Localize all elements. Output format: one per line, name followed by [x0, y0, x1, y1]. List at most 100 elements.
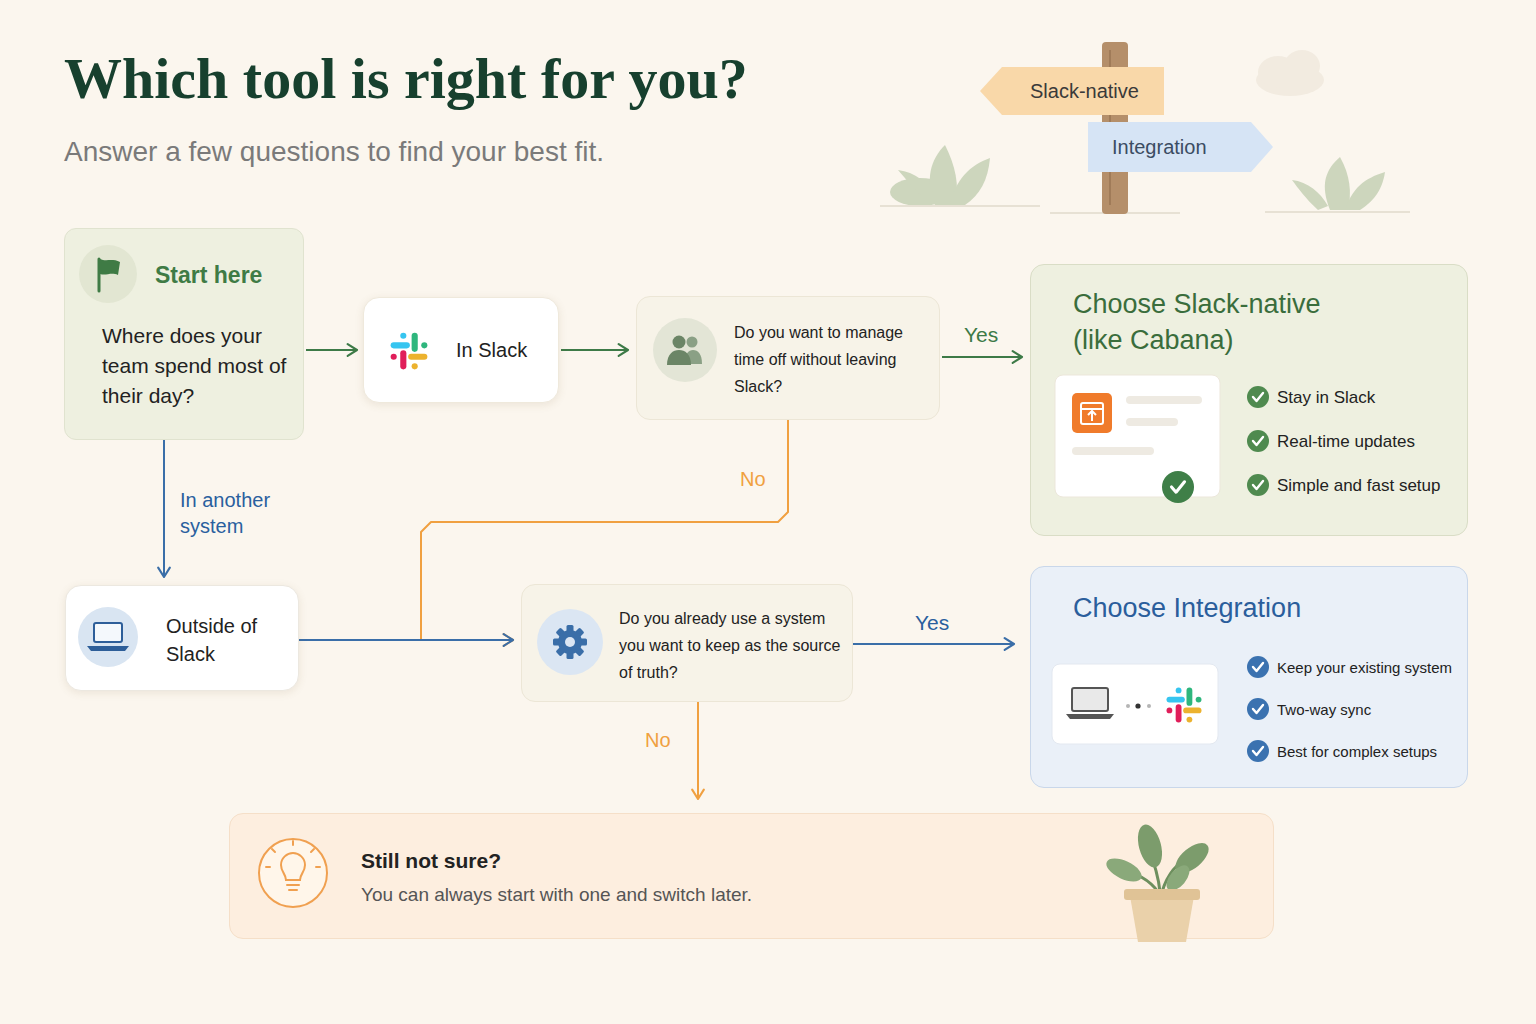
flow-arrow: [163, 440, 165, 577]
subtitle: Answer a few questions to find your best…: [64, 135, 604, 169]
bush: [1325, 157, 1350, 210]
plant-illustration: [1170, 837, 1213, 878]
node-text: Choose Integration: [1073, 591, 1403, 627]
sign-shape: [980, 67, 1164, 115]
app-card: [1072, 393, 1112, 433]
bush: [1292, 180, 1328, 210]
check-icon: [1253, 393, 1263, 401]
gear-icon: [565, 637, 575, 647]
sign-shape: [1088, 122, 1273, 172]
plant-illustration: [1124, 889, 1200, 900]
bush: [950, 158, 990, 205]
check-icon: [1247, 430, 1269, 452]
laptop-icon: [87, 646, 129, 651]
node-item-text: Stay in Slack: [1277, 388, 1375, 408]
integration-card: [1147, 704, 1151, 708]
node-text: Do you want to manage time off without l…: [734, 319, 926, 401]
question-box: Do you want to manage time off without l…: [636, 296, 940, 420]
node-item-text: Keep your existing system: [1277, 659, 1452, 677]
integration-card: [1135, 703, 1140, 708]
flag-icon: [79, 245, 137, 303]
check-icon: [1247, 656, 1269, 678]
cloud: [1284, 50, 1320, 82]
node-item-text: Best for complex setups: [1277, 743, 1437, 761]
app-card: [1126, 418, 1178, 426]
plant-illustration: [1162, 861, 1194, 894]
node-item-text: Real-time updates: [1277, 432, 1415, 452]
plant-illustration: [1162, 856, 1192, 892]
app-card: [1126, 396, 1202, 404]
tip-box: Still not sure? You can always start with…: [229, 813, 1274, 939]
bush: [1292, 157, 1385, 210]
ground-line: [880, 206, 1410, 213]
flow-arrow: [942, 356, 1022, 358]
node-text: In Slack: [456, 338, 527, 362]
app-card: [1162, 471, 1194, 503]
laptop-icon: [94, 623, 122, 642]
app-card: [1072, 447, 1154, 455]
node-text: Do you already use a system you want to …: [619, 605, 841, 687]
check-icon: [1247, 386, 1269, 496]
choice-box: Outside of Slack: [65, 585, 299, 691]
app-card: [1172, 482, 1185, 492]
flow-arrow: [697, 702, 699, 799]
signpost-sign: Integration: [1088, 122, 1273, 172]
gear-icon: [553, 625, 587, 659]
lightbulb-icon: [259, 839, 327, 907]
signpost-sign: Slack-native: [980, 67, 1164, 115]
plant-illustration: [1134, 822, 1167, 870]
flow-arrow: [299, 639, 513, 641]
lightbulb-icon: [281, 853, 305, 880]
gear-icon: [537, 609, 603, 675]
node-item-text: Where does your team spend most of their…: [102, 321, 287, 410]
lightbulb-icon: [311, 849, 314, 852]
edge-label: No: [643, 728, 673, 752]
check-icon: [1247, 474, 1269, 496]
app-card: [1081, 403, 1103, 424]
node-item-text: You can always start with one and switch…: [361, 884, 752, 907]
node-text: Choose Slack-native (like Cabana): [1073, 287, 1373, 359]
plant-illustration: [1145, 838, 1160, 892]
node-item-text: Simple and fast setup: [1277, 476, 1440, 496]
plant-illustration: [1103, 854, 1145, 886]
people-icon: [667, 350, 691, 365]
ground-line: [1265, 211, 1410, 213]
laptop-icon: [78, 607, 138, 667]
app-card: [1081, 408, 1103, 410]
check-icon: [1247, 386, 1269, 408]
plant-illustration: [1130, 896, 1194, 942]
flow-arrow: [853, 643, 1014, 645]
check-icon: [1253, 747, 1263, 755]
integration-card: [1072, 688, 1108, 711]
gear-icon: [556, 628, 585, 657]
flag-icon: [100, 259, 120, 275]
flow-arrow: [306, 349, 357, 351]
result-panel: Choose IntegrationKeep your existing sys…: [1030, 566, 1468, 788]
lightbulb-icon: [266, 866, 270, 868]
node-text: Still not sure?: [361, 848, 501, 873]
people-icon: [684, 350, 702, 364]
gear-icon: [558, 630, 582, 654]
check-icon: [1253, 481, 1263, 489]
flag-icon: [79, 245, 137, 303]
edge-label: Yes: [913, 610, 951, 635]
edge-label: In another system: [178, 487, 292, 539]
result-panel: Choose Slack-native (like Cabana) Stay in…: [1030, 264, 1468, 536]
integration-card: [1066, 714, 1114, 719]
title: Which tool is right for you?: [64, 44, 748, 114]
app-card: [1055, 375, 1220, 503]
lightbulb-icon: [292, 841, 294, 845]
app-card: [1088, 411, 1096, 421]
node-text: Slack-native: [1030, 79, 1139, 103]
gear-icon: [537, 609, 603, 675]
edge-label: Yes: [962, 322, 1000, 347]
app-card: [1055, 375, 1220, 497]
check-icon: [1247, 740, 1269, 762]
integration-card: [1126, 704, 1130, 708]
flow-arrow: [561, 349, 628, 351]
people-icon: [653, 318, 717, 382]
check-icon: [1253, 705, 1263, 713]
check-icon: [1247, 698, 1269, 720]
node-text: Integration: [1112, 135, 1207, 159]
